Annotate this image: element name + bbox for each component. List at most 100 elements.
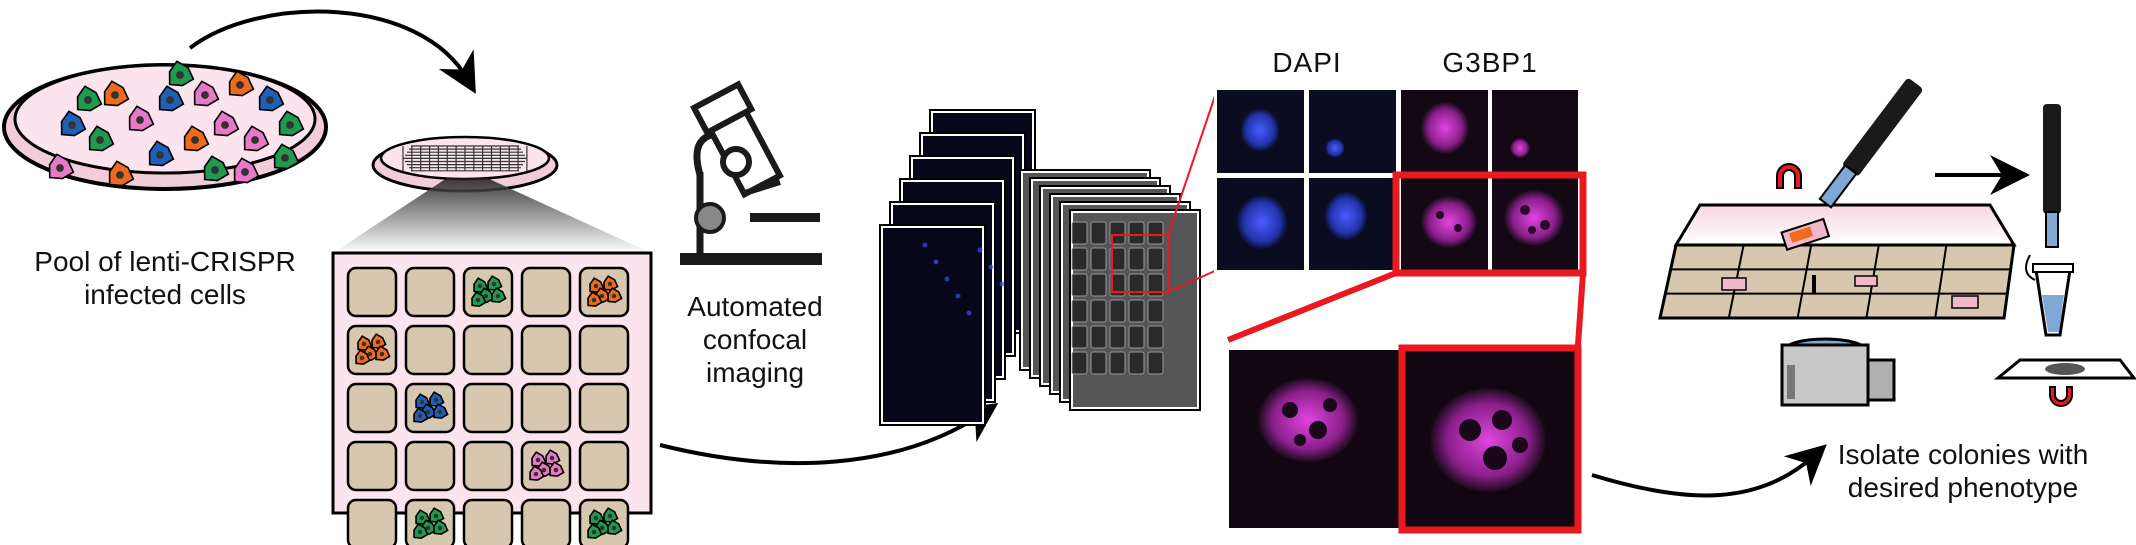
well — [404, 266, 456, 318]
stack-well — [1071, 273, 1088, 297]
nucleus-dot — [955, 293, 961, 299]
nucleus-dot — [933, 259, 939, 265]
nucleus-dot — [922, 242, 928, 248]
stack-well — [1147, 273, 1164, 297]
image-stack-overview — [879, 109, 1036, 426]
well-colony — [587, 507, 623, 539]
isolate-label-line2: desired phenotype — [1847, 472, 2079, 504]
pool-cell — [258, 85, 285, 112]
colony-cell — [607, 287, 623, 303]
stack-well — [1071, 221, 1088, 245]
colony-cell — [429, 507, 445, 523]
zoom-line-top — [1167, 89, 1218, 236]
colony-cell — [545, 449, 561, 465]
well — [462, 440, 514, 492]
pool-cell — [48, 153, 75, 180]
well — [462, 324, 514, 376]
colony-cell — [433, 403, 449, 419]
well — [520, 498, 572, 545]
pool-cell — [203, 155, 230, 182]
pool-cell — [148, 140, 175, 167]
highlight-box-large — [1398, 344, 1582, 534]
stack-well — [1147, 325, 1164, 349]
well — [346, 440, 398, 492]
nucleus-dot — [966, 310, 972, 316]
channel-label-g3bp1: G3BP1 — [1442, 47, 1538, 78]
pool-cell — [60, 110, 87, 137]
pool-cell — [88, 125, 115, 152]
stack-well — [1147, 299, 1164, 323]
well-colony — [413, 507, 449, 539]
zoom-line-enlarge-right — [1575, 272, 1586, 346]
colony-cell — [413, 407, 429, 423]
colony-cell — [471, 291, 487, 307]
arrow-grid-to-imaging — [659, 402, 999, 466]
zoom-cone — [333, 178, 651, 253]
well — [404, 324, 456, 376]
pool-cell — [76, 85, 103, 112]
stack-well — [1109, 221, 1126, 245]
stack-well — [1147, 247, 1164, 271]
colony-cell — [549, 461, 565, 477]
well — [404, 440, 456, 492]
colony-cell — [587, 523, 603, 539]
pool-cell — [193, 80, 220, 107]
nucleus-dot — [999, 281, 1005, 287]
pool-cell — [278, 110, 305, 137]
well — [462, 382, 514, 434]
colony-cell — [607, 519, 623, 535]
well-colony — [413, 391, 449, 423]
imaging-label-line2: confocal — [702, 324, 808, 356]
imaging-label: Automated confocal imaging — [655, 290, 855, 389]
pool-cell — [233, 157, 260, 184]
stack-well — [1071, 325, 1088, 349]
enlarged-g3bp1-panels — [1229, 350, 1576, 528]
microscope-icon — [680, 80, 822, 265]
colony-cell — [355, 349, 371, 365]
stack-well — [1128, 273, 1145, 297]
stack-well — [1109, 299, 1126, 323]
zoom-source-box — [1111, 234, 1169, 293]
arrow-dish-to-plate — [188, 9, 476, 94]
well — [520, 324, 572, 376]
stack-well — [1109, 273, 1126, 297]
pool-cell — [213, 110, 240, 137]
pool-cell — [108, 160, 135, 187]
g3bp1-tile-2 — [1492, 90, 1578, 173]
pool-label-line1: Pool of lenti-CRISPR — [34, 246, 296, 277]
nucleus-dot — [988, 264, 994, 270]
stack-well — [1109, 351, 1126, 375]
stack-well — [1090, 351, 1107, 375]
pool-cell — [228, 70, 255, 97]
nucleus-dot — [944, 276, 950, 282]
stack-well — [1090, 247, 1107, 271]
well — [346, 498, 398, 545]
colony-cell — [433, 519, 449, 535]
stack-well — [1071, 351, 1088, 375]
colony-cell — [491, 287, 507, 303]
stack-well — [1128, 325, 1145, 349]
stack-well — [1128, 221, 1145, 245]
pool-cell — [243, 125, 270, 152]
stack-well — [1128, 351, 1145, 375]
channel-label-dapi: DAPI — [1272, 47, 1342, 78]
well — [520, 382, 572, 434]
colony-cell — [529, 465, 545, 481]
stack-well — [1090, 325, 1107, 349]
isolation-station — [1658, 78, 2136, 407]
well — [578, 382, 630, 434]
well — [346, 266, 398, 318]
image-stack-grid — [1019, 169, 1201, 411]
stack-well — [1090, 299, 1107, 323]
well-colony — [355, 333, 391, 365]
pool-cell — [168, 60, 195, 87]
stack-frame-image — [883, 228, 982, 422]
arrow-to-isolation — [1591, 444, 1827, 498]
pool-cell — [158, 85, 185, 112]
zoom-line-bottom — [1167, 269, 1218, 293]
well — [346, 382, 398, 434]
big-wells — [346, 266, 630, 545]
isolate-label: Isolate colonies with desired phenotype — [1790, 438, 2136, 504]
pool-cell — [103, 80, 130, 107]
